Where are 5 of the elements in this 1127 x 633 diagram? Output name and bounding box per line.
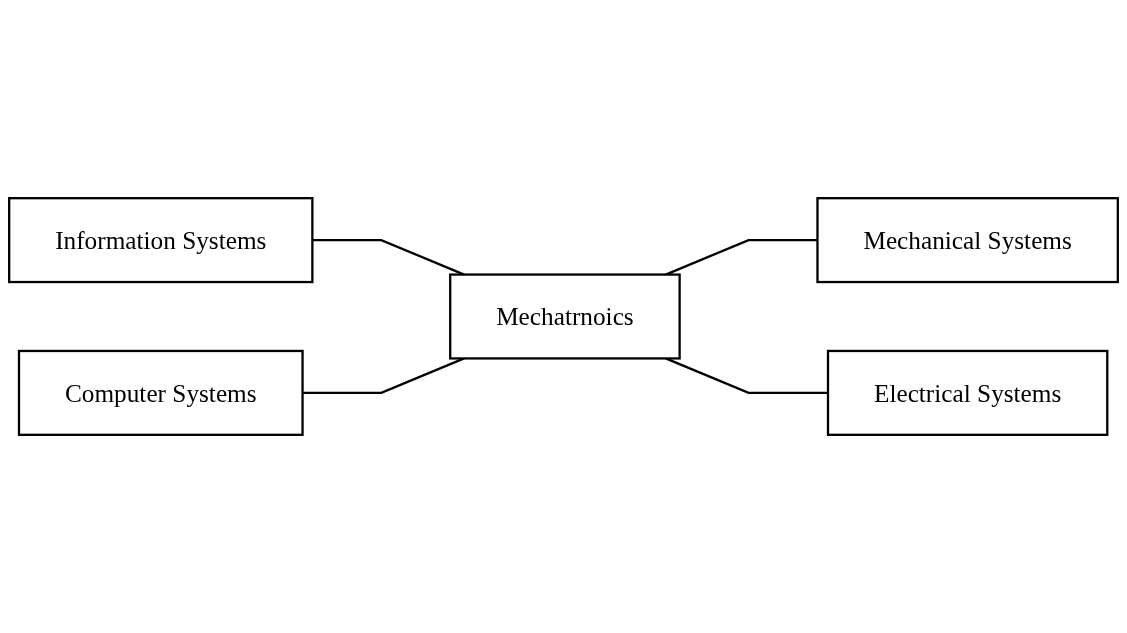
node-box: Electrical Systems (826, 349, 1109, 436)
node-box: Information Systems (8, 197, 314, 284)
node-box: Mechatrnoics (449, 273, 681, 360)
node-box: Computer Systems (17, 349, 304, 436)
node-box: Mechanical Systems (816, 197, 1119, 284)
